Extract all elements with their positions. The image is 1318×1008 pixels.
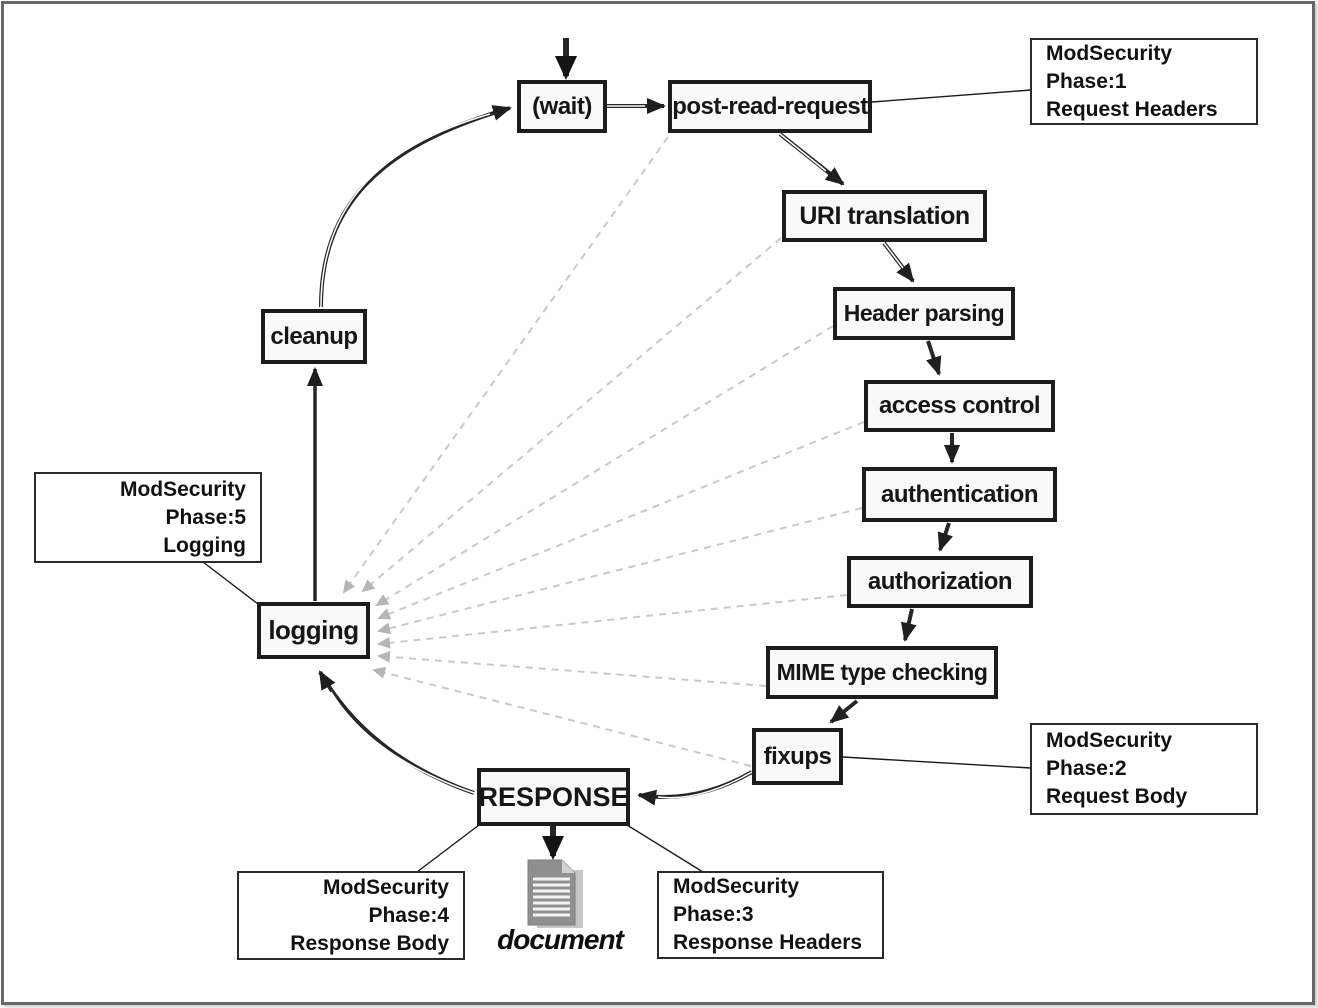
node-cleanup-label: cleanup	[270, 322, 358, 350]
annotation-line-phase1	[871, 89, 1032, 103]
dashed-edge-authorization-to-logging	[377, 594, 848, 649]
double-line-highlight	[657, 771, 753, 799]
arrow-authentication-to-authorization	[937, 522, 953, 552]
annotation-phase4-line1: ModSecurity Phase:4	[322, 875, 449, 927]
node-uri-translation-label: URI translation	[799, 201, 970, 230]
double-line-highlight	[330, 691, 475, 794]
node-header-parsing-label: Header parsing	[843, 300, 1005, 326]
double-line-highlight	[320, 113, 491, 308]
node-access-control: access control	[864, 380, 1055, 432]
node-logging-label: logging	[268, 615, 359, 645]
node-fixups-label: fixups	[763, 742, 832, 770]
annotation-phase2-line2: Request Body	[1046, 785, 1188, 808]
double-line-highlight	[883, 242, 904, 269]
dashed-edge-access-control-to-logging	[377, 421, 865, 620]
annotation-phase5-line1: ModSecurity Phase:5	[119, 477, 246, 529]
node-wait-label: (wait)	[532, 92, 592, 120]
node-header-parsing: Header parsing	[833, 287, 1015, 340]
annotation-phase3: ModSecurity Phase:3 Response Headers	[657, 871, 884, 959]
arc-fixups-to-response	[637, 770, 753, 806]
node-post-read-request: post-read-request	[668, 80, 872, 133]
node-authentication-label: authentication	[880, 480, 1039, 508]
annotation-line-phase3	[626, 824, 704, 873]
annotation-phase1-line2: Request Headers	[1046, 97, 1218, 121]
node-authorization-label: authorization	[867, 568, 1013, 595]
dashed-edge-uri-translation-to-logging	[361, 237, 782, 593]
node-fixups: fixups	[752, 728, 843, 785]
annotation-line-phase4	[416, 824, 480, 873]
arc-cleanup-to-wait	[319, 105, 512, 308]
annotation-phase5: ModSecurity Phase:5 Logging	[34, 472, 262, 563]
node-logging: logging	[257, 602, 370, 659]
node-response: RESPONSE	[477, 768, 630, 826]
dashed-edge-fixups-to-logging	[372, 666, 752, 767]
annotation-phase3-line1: ModSecurity Phase:3	[673, 875, 800, 926]
node-authorization: authorization	[847, 556, 1033, 608]
annotation-phase2: ModSecurity Phase:2 Request Body	[1030, 723, 1258, 815]
node-access-control-label: access control	[878, 392, 1041, 419]
node-mime-type-checking-label: MIME type checking	[776, 659, 988, 685]
arrow-mime-to-fixups	[829, 699, 859, 724]
annotation-phase2-line1: ModSecurity Phase:2	[1046, 729, 1173, 780]
annotation-phase3-line2: Response Headers	[673, 931, 863, 954]
dashed-edge-header-parsing-to-logging	[375, 325, 834, 607]
dashed-edge-mime-type-checking-to-logging	[377, 650, 767, 687]
node-post-read-request-label: post-read-request	[672, 92, 868, 120]
double-line-highlight	[779, 133, 827, 172]
annotation-phase4-line2: Response Body	[290, 931, 449, 955]
node-cleanup: cleanup	[261, 309, 367, 364]
node-authentication: authentication	[862, 467, 1057, 522]
dashed-edge-post-read-request-to-logging	[342, 136, 669, 594]
annotation-phase5-line2: Logging	[163, 533, 246, 557]
arrow-authorization-to-mime	[900, 608, 917, 642]
arrow-header-to-access	[926, 340, 942, 376]
node-mime-type-checking: MIME type checking	[766, 646, 998, 699]
document-icon	[527, 859, 583, 928]
annotation-phase1: ModSecurity Phase:1 Request Headers	[1030, 38, 1258, 125]
annotation-line-phase2	[842, 756, 1032, 769]
document-label: document	[497, 924, 624, 955]
node-wait: (wait)	[517, 80, 607, 133]
arc-response-to-logging	[318, 670, 475, 795]
annotation-phase1-line1: ModSecurity Phase:1	[1046, 41, 1173, 93]
annotation-line-phase5	[202, 561, 259, 605]
node-response-label: RESPONSE	[478, 781, 629, 812]
annotation-phase4: ModSecurity Phase:4 Response Body	[237, 871, 465, 960]
node-uri-translation: URI translation	[782, 190, 987, 242]
dashed-edge-authentication-to-logging	[377, 507, 863, 635]
